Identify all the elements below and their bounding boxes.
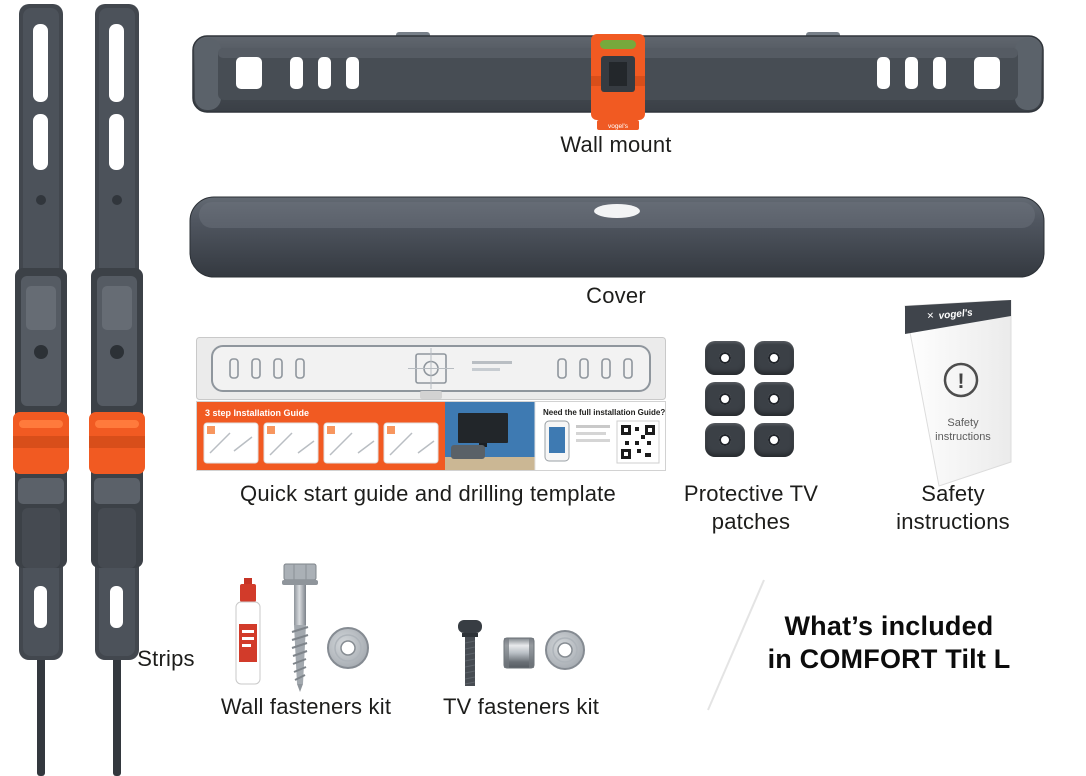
guide-question: Need the full installation Guide? [543, 408, 665, 417]
label-quick-start-guide: Quick start guide and drilling template [240, 481, 616, 506]
leaflet-text-line1: Safety [947, 417, 979, 429]
wall-fasteners-kit [235, 563, 369, 692]
installation-guide: 3 step Installation Guide [196, 401, 666, 471]
label-wall-mount: Wall mount [560, 132, 672, 157]
patch-hole [719, 352, 731, 364]
tv-patch [754, 341, 794, 375]
phone-sketch [544, 420, 570, 462]
glue-tube [235, 578, 261, 685]
heading-line2: in COMFORT Tilt L [767, 643, 1011, 674]
label-tv-fasteners-kit: TV fasteners kit [442, 694, 600, 719]
patches-label-line2: patches [711, 508, 791, 534]
safety-leaflet: ✕ vogel's ! Safety instructions [904, 300, 1012, 487]
brand-name: vogel's [938, 307, 973, 322]
label-protective-patches: Protective TV patches [661, 480, 841, 535]
exclamation-mark-icon: ! [958, 370, 965, 393]
patch-hole [768, 434, 780, 446]
drilling-template [196, 337, 666, 400]
center-clip: vogel's [591, 34, 645, 130]
bubble-level [600, 40, 636, 49]
brand-tab: vogel's [608, 123, 629, 130]
vogels-logo: ✕ vogel's [926, 307, 973, 322]
tv-strip-right [89, 4, 145, 776]
wall-screw [282, 563, 318, 692]
tv-patch [705, 382, 745, 416]
tv-washer [545, 630, 585, 670]
label-wall-fasteners-kit: Wall fasteners kit [220, 694, 392, 719]
quick-start-guide: 3 step Installation Guide [196, 337, 666, 471]
whats-included-heading: What’s included in COMFORT Tilt L [756, 610, 1022, 676]
tv-spacer [503, 637, 535, 669]
patches-label-line1: Protective TV [683, 481, 819, 506]
wall-washer [327, 627, 369, 669]
label-safety-instructions: Safety instructions [863, 480, 1043, 535]
room-photo [445, 402, 535, 470]
tv-bolt [458, 620, 482, 686]
patch-hole [768, 393, 780, 405]
patch-hole [719, 393, 731, 405]
leaflet-text-line2: instructions [935, 431, 991, 443]
cover-bar [189, 196, 1045, 278]
safety-label-line1: Safety [921, 481, 985, 506]
protective-patches [705, 341, 794, 457]
wall-mount-bar: vogel's [192, 32, 1044, 130]
tv-strip-left [13, 4, 69, 776]
cover-oval-hole [594, 204, 640, 218]
label-strips: Strips [137, 646, 195, 671]
tv-patch [705, 423, 745, 457]
label-cover: Cover [586, 283, 646, 308]
callout-panel [707, 579, 1086, 711]
tv-patch [754, 382, 794, 416]
heading-line1: What’s included [784, 611, 994, 641]
tv-patch [705, 341, 745, 375]
warning-circle-icon [943, 362, 979, 398]
safety-label-line2: instructions [896, 508, 1010, 534]
guide-heading: 3 step Installation Guide [205, 408, 309, 418]
tv-fasteners-kit [458, 620, 585, 686]
logo-mark-icon: ✕ [926, 310, 935, 321]
patch-hole [768, 352, 780, 364]
qr-code-icon [616, 420, 660, 464]
tv-patch [754, 423, 794, 457]
patch-hole [719, 434, 731, 446]
